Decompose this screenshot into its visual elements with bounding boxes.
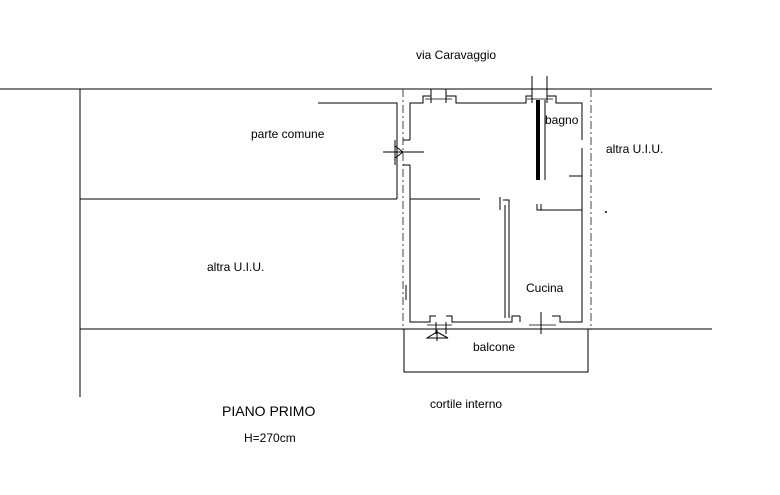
property-lines [0, 88, 712, 397]
interior-partitions [405, 100, 582, 318]
kitchen-label: Cucina [526, 281, 564, 295]
common-area-label: parte comune [251, 127, 325, 141]
other-unit-left-label: altra U.I.U. [207, 260, 264, 274]
balcony-outline [403, 329, 589, 373]
other-unit-right-label: altra U.I.U. [606, 142, 663, 156]
height-label: H=270cm [244, 431, 296, 445]
entrance-door-symbol [383, 140, 424, 165]
street-label: via Caravaggio [416, 48, 496, 62]
marker-dot [605, 211, 607, 213]
balcony-label: balcone [473, 340, 515, 354]
floor-name-label: PIANO PRIMO [222, 403, 315, 419]
courtyard-label: cortile interno [430, 397, 502, 411]
balcony-door-arrow [425, 330, 449, 341]
common-area-outline [318, 102, 398, 199]
apartment-walls [403, 76, 583, 334]
bathroom-label: bagno [545, 113, 579, 127]
